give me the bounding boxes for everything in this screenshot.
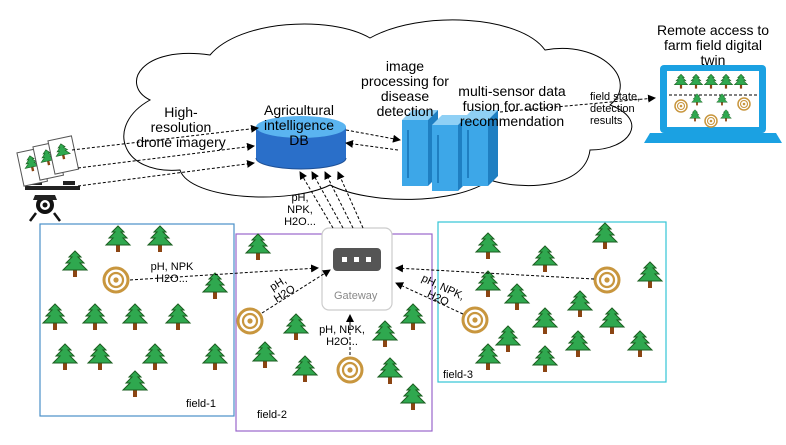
drone-imagery-label: High-resolution drone imagery <box>136 104 226 151</box>
tree-icon <box>627 330 653 358</box>
tree-icon <box>475 343 501 371</box>
field-1-trees <box>42 225 228 398</box>
field-2-left-sensor-icon <box>236 307 264 335</box>
tree-icon <box>122 370 148 398</box>
field-3-trees <box>475 222 663 373</box>
tree-icon <box>62 250 88 278</box>
field-1-box <box>39 223 235 417</box>
field-2-bottom-sensor-link-label: pH, NPK, H2O... <box>319 324 365 348</box>
connection-arrows <box>71 94 656 355</box>
database-icon <box>255 116 347 170</box>
tree-icon <box>52 343 78 371</box>
tree-icon <box>637 261 663 289</box>
data-fusion-label: multi-sensor data fusion for action reco… <box>458 83 566 130</box>
laptop-output-label: field state, detection results <box>590 91 641 127</box>
field-2-bottom-sensor-icon <box>336 356 364 384</box>
drone-icon <box>25 181 80 222</box>
tree-icon <box>475 232 501 260</box>
tree-icon <box>599 307 625 335</box>
imagery-photos-icon <box>16 135 80 187</box>
digital-twin-title: Remote access to farm field digital twin <box>656 22 770 69</box>
tree-icon <box>245 233 271 261</box>
field-3-label: field-3 <box>443 369 473 381</box>
tree-icon <box>567 290 593 318</box>
tree-icon <box>292 355 318 383</box>
cloud-shape <box>123 19 633 200</box>
tree-icon <box>252 341 278 369</box>
tree-icon <box>202 343 228 371</box>
field-1-sensor-link-label: pH, NPK H2O... <box>150 261 194 285</box>
tree-icon <box>105 225 131 253</box>
tree-icon <box>372 320 398 348</box>
tree-icon <box>504 283 530 311</box>
gateway-device <box>321 227 393 311</box>
tree-icon <box>42 303 68 331</box>
tree-icon <box>532 307 558 335</box>
tree-icon <box>565 330 591 358</box>
field-1-label: field-1 <box>186 398 216 410</box>
tree-icon <box>532 245 558 273</box>
tree-icon <box>592 222 618 250</box>
field-1-sensor-icon <box>102 266 130 294</box>
tree-icon <box>165 303 191 331</box>
tree-icon <box>475 270 501 298</box>
field-3-right-sensor-icon <box>593 266 621 294</box>
tree-icon <box>147 225 173 253</box>
field-2-label: field-2 <box>257 409 287 421</box>
tree-icon <box>283 313 309 341</box>
tree-icon <box>87 343 113 371</box>
tree-icon <box>202 272 228 300</box>
tree-icon <box>495 325 521 353</box>
tree-icon <box>122 303 148 331</box>
gateway-label: Gateway <box>334 290 378 302</box>
tree-icon <box>400 303 426 331</box>
image-processing-label: image processing for disease detection <box>361 58 449 120</box>
tree-icon <box>82 303 108 331</box>
tree-icon <box>142 343 168 371</box>
field-3-left-sensor-icon <box>461 306 489 334</box>
gateway-uplink-label: pH, NPK, H2O... <box>284 192 316 228</box>
tree-icon <box>377 357 403 385</box>
tree-icon <box>400 383 426 411</box>
tree-icon <box>532 345 558 373</box>
db-label: Agricultural intelligence DB <box>263 102 335 149</box>
server-rack-icon <box>402 110 498 191</box>
